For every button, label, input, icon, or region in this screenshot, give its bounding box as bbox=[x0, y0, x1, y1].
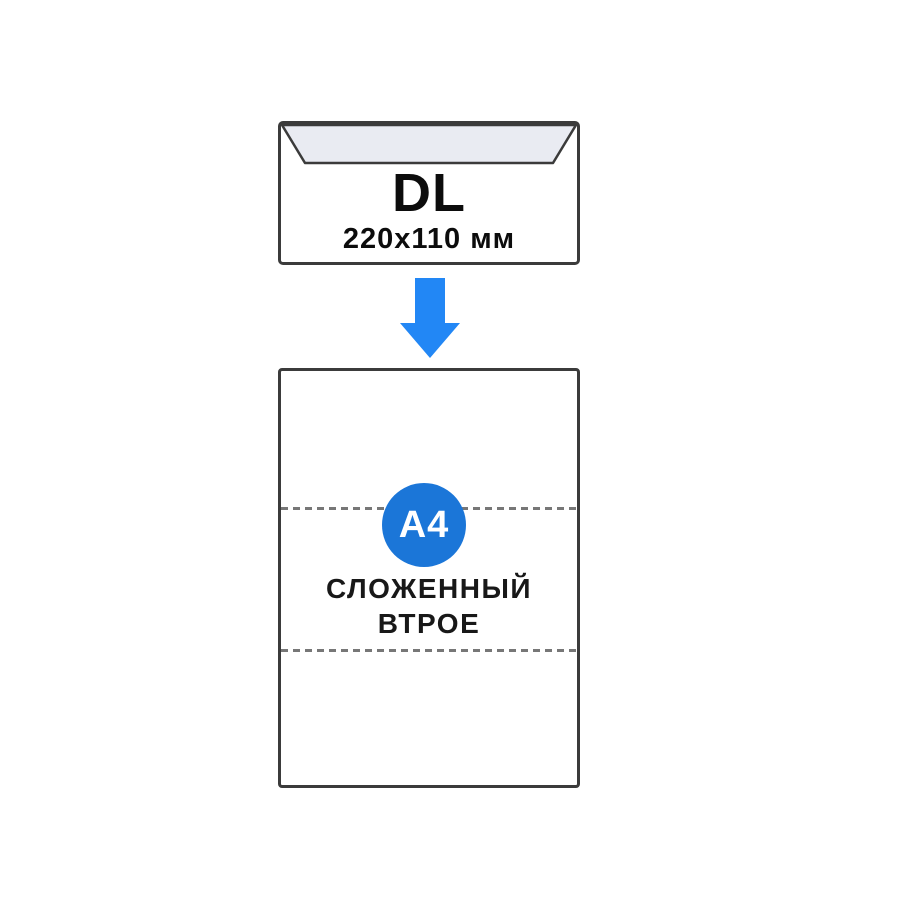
envelope-flap-shape bbox=[281, 124, 577, 165]
sheet-caption-line-2: ВТРОЕ bbox=[377, 608, 481, 639]
a4-badge-label: A4 bbox=[398, 503, 450, 546]
a4-badge: A4 bbox=[382, 483, 466, 567]
envelope-flap-icon bbox=[281, 124, 577, 165]
envelope-format-label: DL bbox=[392, 163, 466, 223]
arrow-down-icon bbox=[400, 278, 460, 358]
sheet-caption-line-1: СЛОЖЕННЫЙ bbox=[325, 573, 533, 604]
envelope-size-label: 220x110 мм bbox=[342, 223, 516, 255]
a4-sheet: A4 СЛОЖЕННЫЙ ВТРОЕ bbox=[278, 368, 580, 788]
envelope-labels: DL 220x110 мм bbox=[281, 166, 577, 254]
fold-line-bottom bbox=[281, 649, 577, 652]
sheet-caption: СЛОЖЕННЫЙ ВТРОЕ bbox=[281, 571, 577, 641]
dl-envelope: DL 220x110 мм bbox=[278, 121, 580, 265]
arrow-down-shape bbox=[400, 278, 460, 358]
